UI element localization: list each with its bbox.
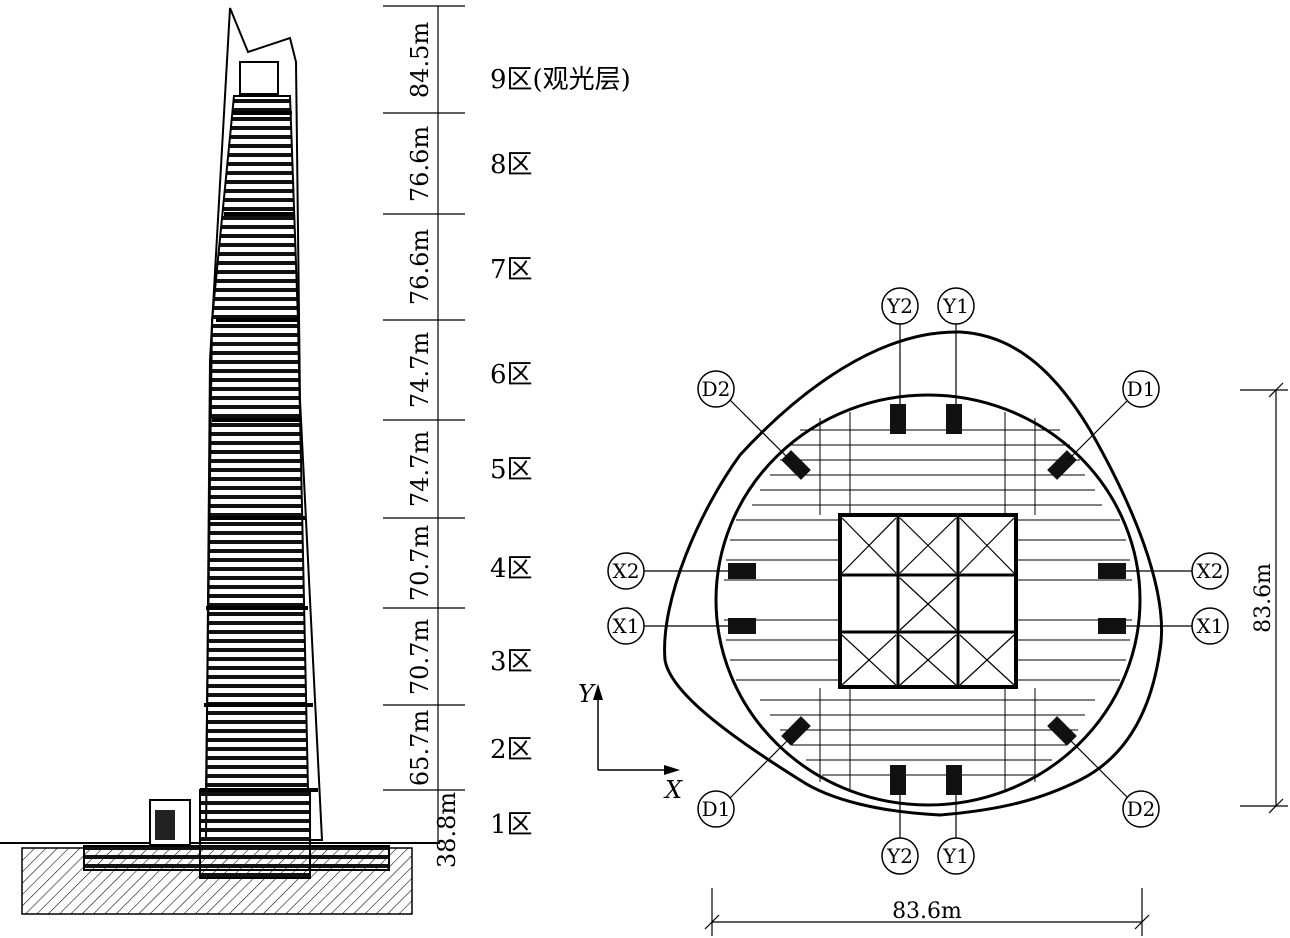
elevation-dimension-chain (383, 5, 465, 843)
zone2-height: 65.7m (406, 710, 434, 786)
zone1-label: 1区 (490, 810, 533, 840)
plan-height-value: 83.6m (1251, 563, 1276, 633)
tower-crown (239, 61, 279, 95)
plan-width-dimension (704, 888, 1150, 936)
tower-base-block (199, 789, 311, 879)
zone9-label: 9区(观光层) (490, 65, 631, 95)
axis-indicator (593, 684, 680, 775)
zone7-height: 76.6m (406, 229, 434, 305)
zone6-height: 74.7m (406, 332, 434, 408)
zone2-label: 2区 (490, 735, 533, 765)
grid-label-y2-bottom: Y2 (886, 844, 913, 868)
grid-label-d1-topright: D1 (1127, 377, 1156, 401)
grid-label-x2-left: X2 (613, 559, 640, 583)
core-walls (840, 515, 1016, 687)
zone1-height: 38.8m (433, 792, 461, 868)
plan-inner-floor (714, 393, 1142, 807)
plan-outer-curtain-wall (663, 330, 1164, 817)
zone3-height: 70.7m (406, 619, 434, 695)
plan-height-dimension (1240, 382, 1288, 814)
zone4-height: 70.7m (406, 525, 434, 601)
core-bracing (841, 517, 1015, 686)
grid-label-y1-bottom: Y1 (942, 844, 969, 868)
zone6-label: 6区 (490, 360, 533, 390)
grid-label-y1-top: Y1 (942, 294, 969, 318)
plan-width-value: 83.6m (892, 899, 962, 924)
grid-label-x1-left: X1 (613, 614, 640, 638)
grid-label-d2-bottomright: D2 (1127, 797, 1156, 821)
grid-label-x1-right: X1 (1197, 614, 1224, 638)
axis-x-label: X (663, 776, 683, 804)
zone9-height: 84.5m (406, 22, 434, 98)
grid-bubbles (607, 287, 1229, 875)
tower-elevation: 84.5m 76.6m 76.6m 74.7m 74.7m 70.7m 70.7… (0, 5, 631, 915)
zone5-label: 5区 (490, 455, 533, 485)
grid-label-x2-right: X2 (1197, 559, 1224, 583)
grid-bubble-labels: Y2 Y1 Y2 Y1 X2 X1 X2 X1 D2 D1 D1 D2 (613, 294, 1224, 868)
zone7-label: 7区 (490, 255, 533, 285)
zone4-label: 4区 (490, 554, 533, 584)
zone3-label: 3区 (490, 647, 533, 677)
podium-left-inner (155, 810, 175, 840)
grid-leaders (644, 324, 1192, 838)
tower-core (204, 95, 310, 791)
grid-label-y2-top: Y2 (886, 294, 913, 318)
zone8-label: 8区 (490, 150, 533, 180)
grid-label-d1-bottomleft: D1 (702, 797, 731, 821)
grid-label-d2-topleft: D2 (702, 377, 731, 401)
floor-plan: Y2 Y1 Y2 Y1 X2 X1 X2 X1 D2 D1 D1 D2 Y X (578, 287, 1288, 936)
super-columns (728, 404, 1126, 795)
zone8-height: 76.6m (406, 126, 434, 202)
zone5-height: 74.7m (406, 431, 434, 507)
zone-bands (200, 111, 318, 792)
plan-core (838, 513, 1018, 689)
axis-y-label: Y (578, 680, 596, 708)
